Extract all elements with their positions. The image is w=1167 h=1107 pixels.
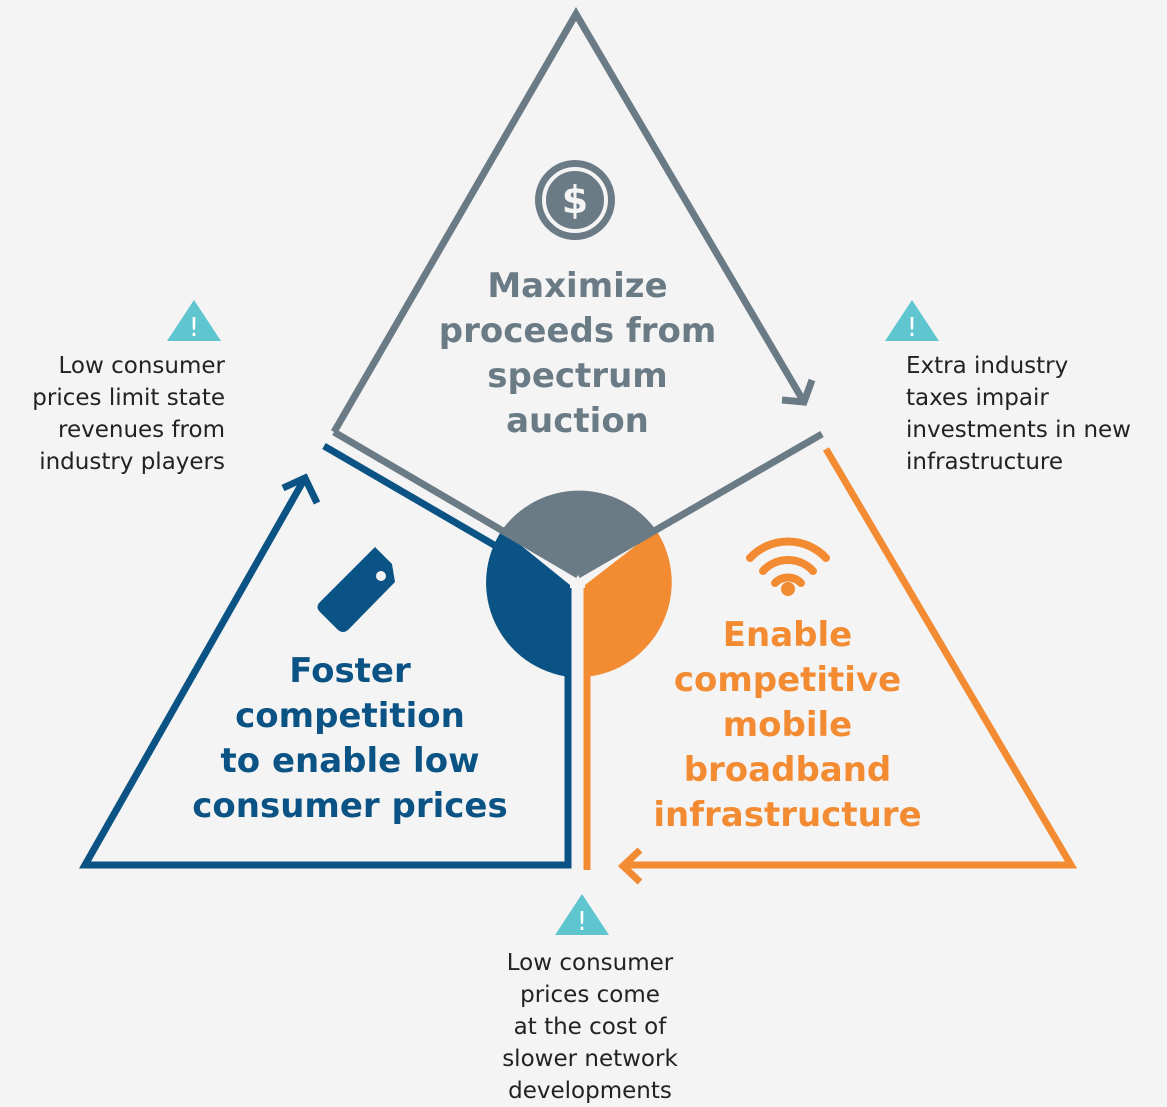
note-line: taxes impair: [906, 385, 1049, 411]
svg-text:!: !: [189, 313, 199, 343]
warning-note-state-revenues: Low consumer prices limit state revenues…: [32, 350, 225, 478]
objective-title-line: competitive: [673, 660, 902, 700]
dollar-icon: $: [535, 160, 615, 240]
objective-title-line: auction: [506, 401, 649, 441]
warning-note-network-development: Low consumer prices come at the cost of …: [440, 947, 740, 1107]
warning-icon: !: [552, 890, 612, 938]
objective-title-line: broadband: [683, 750, 892, 790]
triangle-top-base-left: [332, 428, 580, 579]
objective-title-line: Foster: [289, 651, 411, 691]
note-line: industry players: [39, 449, 225, 475]
note-line: infrastructure: [906, 449, 1063, 475]
objective-title-line: spectrum: [487, 356, 668, 396]
note-line: prices limit state: [32, 385, 225, 411]
note-line: investments in new: [906, 417, 1131, 443]
triangle-top-base-right: [576, 430, 824, 579]
objective-title-line: Enable: [722, 615, 853, 655]
warning-icon: !: [164, 296, 224, 344]
note-line: developments: [508, 1078, 672, 1104]
svg-text:!: !: [907, 313, 917, 343]
warning-note-industry-taxes: Extra industry taxes impair investments …: [906, 350, 1131, 478]
objective-title-line: consumer prices: [192, 786, 508, 826]
note-line: slower network: [502, 1046, 678, 1072]
note-line: at the cost of: [513, 1014, 667, 1040]
wifi-icon: [746, 537, 830, 596]
triangle-top: [330, 7, 824, 579]
note-line: Low consumer: [58, 353, 225, 379]
objective-title-line: proceeds from: [438, 311, 717, 351]
arrow-head-right-icon: [617, 847, 643, 885]
objective-enable-infrastructure: Enable competitive mobile broadband infr…: [610, 613, 965, 838]
triangle-top-outline: [330, 7, 808, 434]
triangle-left: [78, 442, 572, 869]
warning-icon: !: [882, 296, 942, 344]
arrow-head-left-icon: [281, 473, 321, 505]
note-line: revenues from: [58, 417, 225, 443]
triangle-right-outline: [625, 447, 1078, 869]
objective-foster-competition: Foster competition to enable low consume…: [150, 649, 550, 829]
note-line: Low consumer: [506, 950, 674, 976]
price-tag-icon: [317, 547, 395, 632]
objective-title-line: Maximize: [487, 266, 668, 306]
svg-text:$: $: [562, 178, 588, 222]
triangle-left-outline: [78, 476, 572, 869]
note-line: Extra industry: [906, 353, 1069, 379]
objective-title-line: competition: [235, 696, 465, 736]
triangle-right: [583, 447, 1078, 885]
svg-text:!: !: [577, 907, 587, 937]
objective-title-line: to enable low: [220, 741, 480, 781]
arrow-head-top-icon: [781, 378, 816, 406]
center-circle: [486, 490, 672, 677]
triangle-left-top-edge: [322, 442, 570, 592]
objective-title-line: infrastructure: [653, 795, 922, 835]
note-line: prices come: [520, 982, 660, 1008]
objective-title-line: mobile: [722, 705, 853, 745]
objective-maximize-proceeds: Maximize proceeds from spectrum auction: [405, 264, 750, 444]
